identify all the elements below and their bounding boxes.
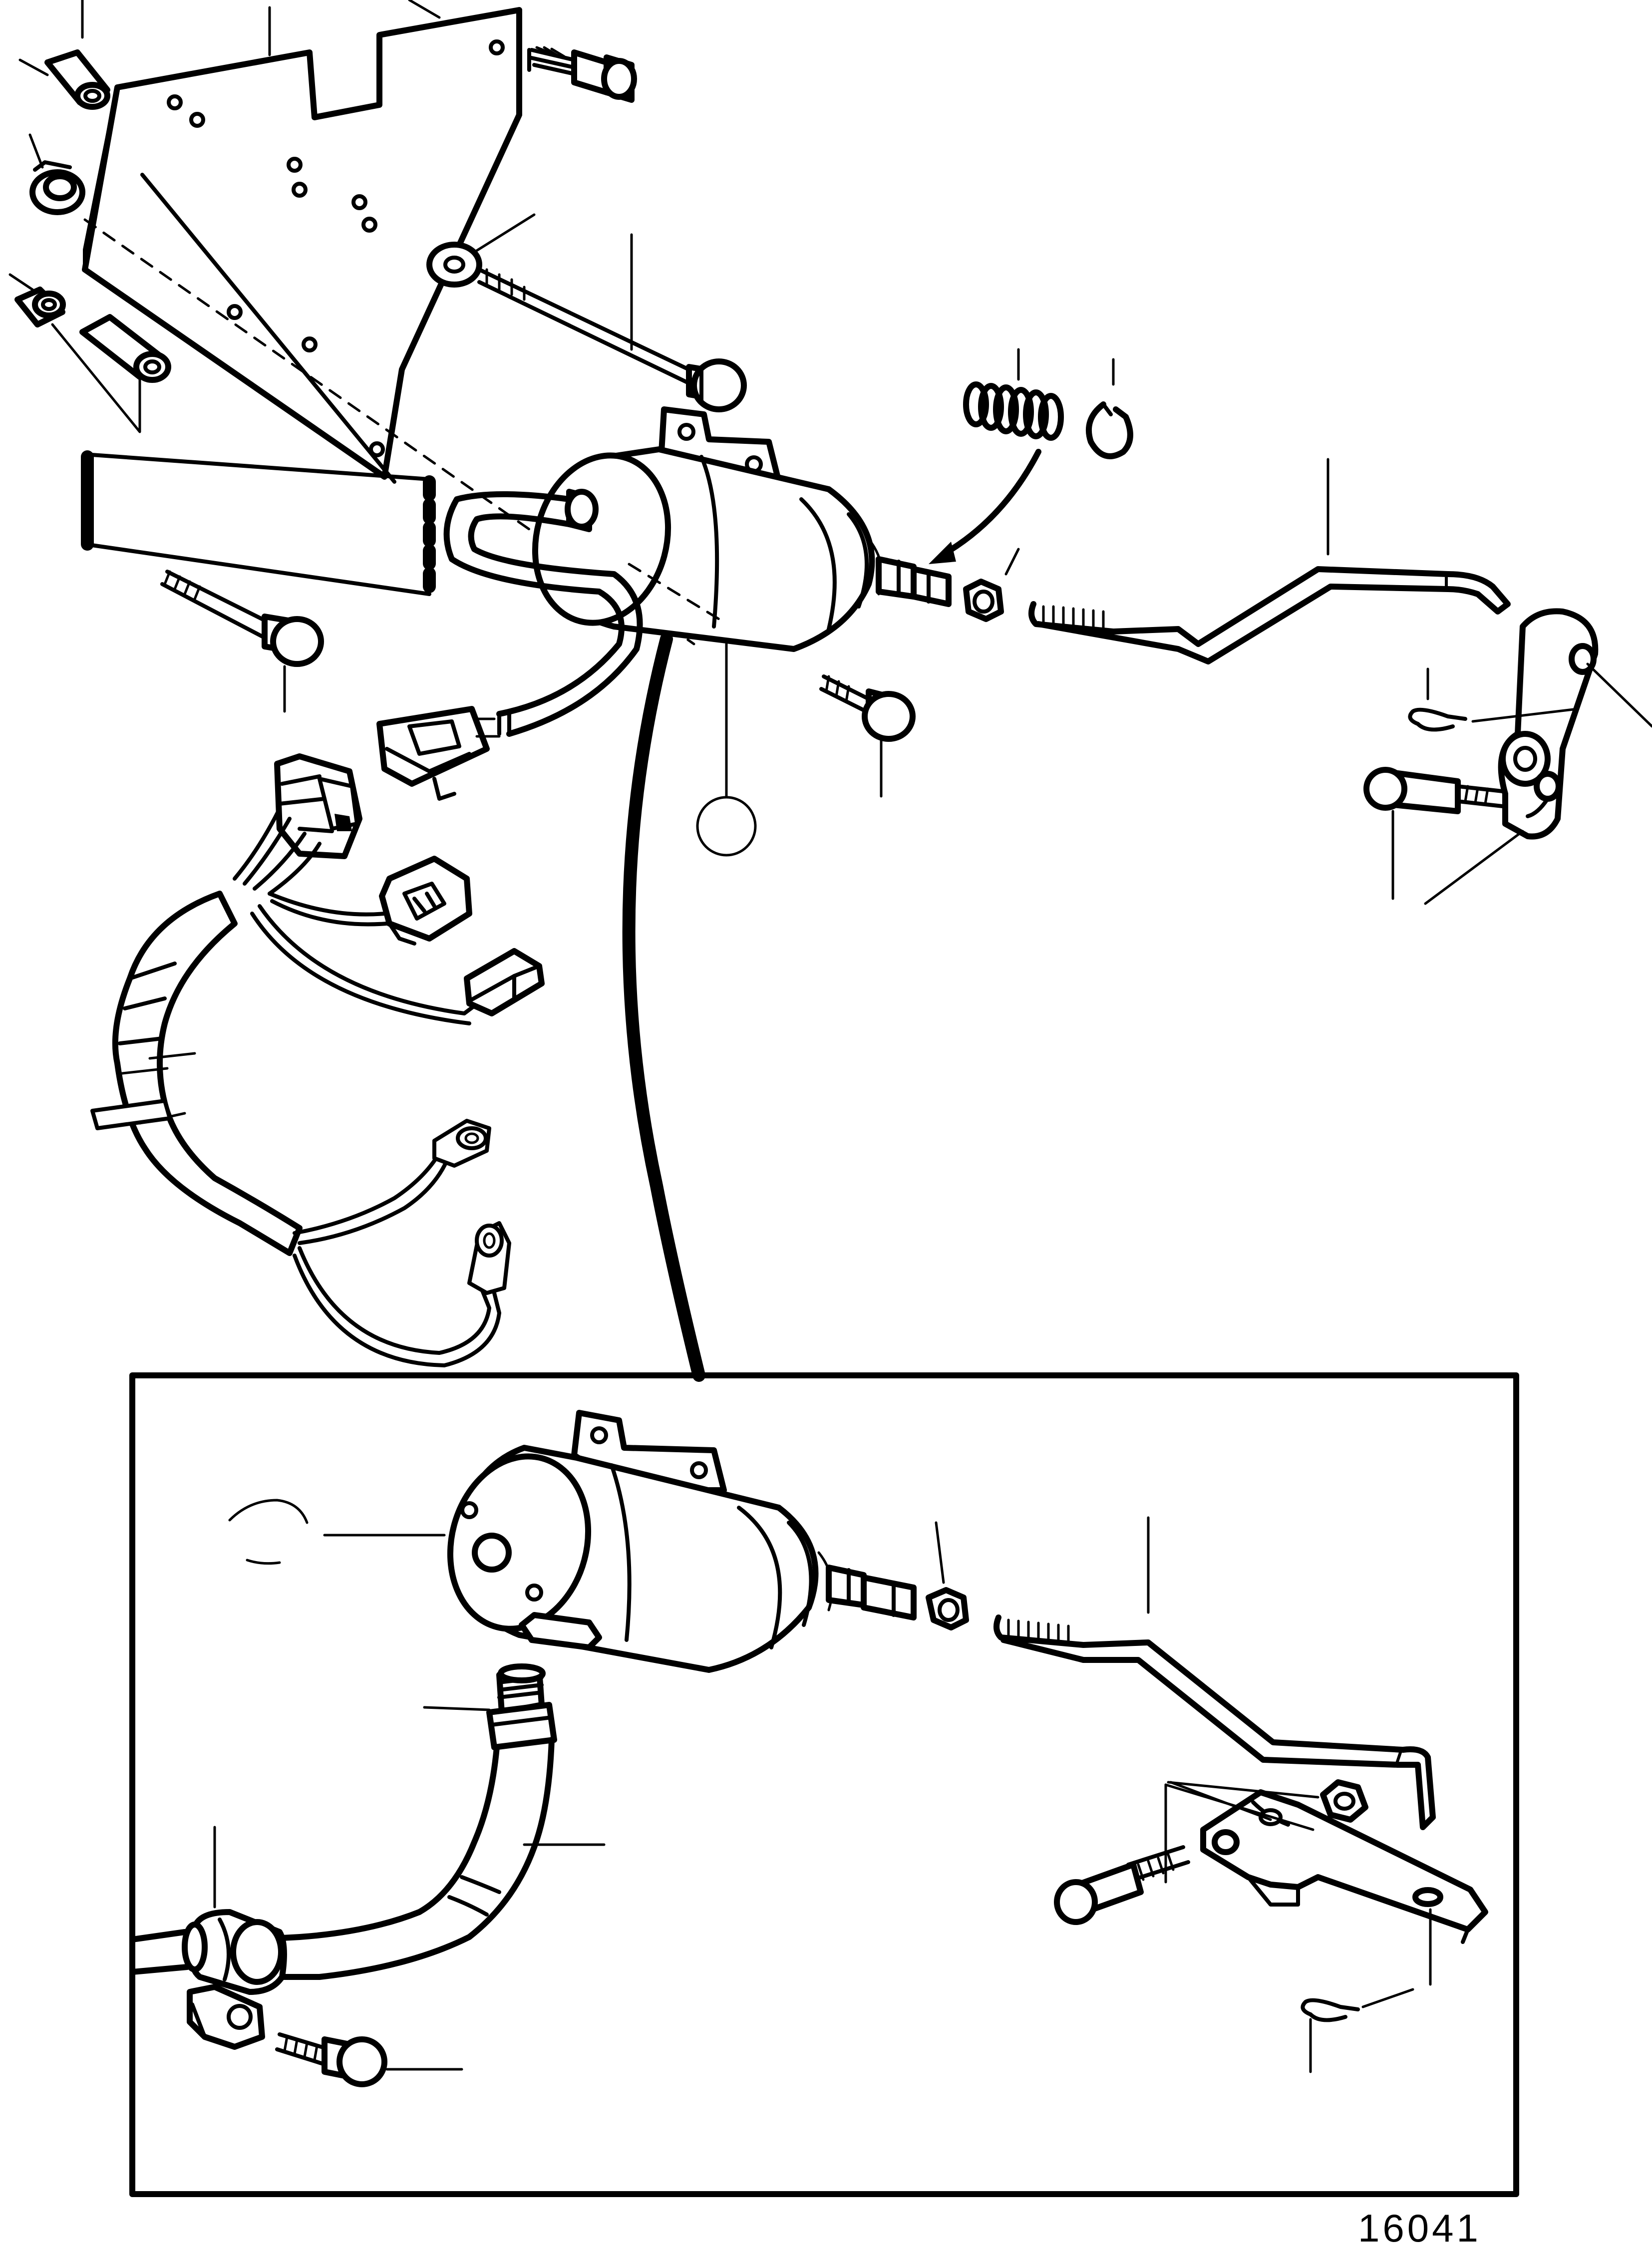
bracket-leader-lines (8, 0, 633, 433)
bracket-bolt-top (527, 46, 637, 103)
return-spring (963, 348, 1064, 441)
linkage-rod (1028, 458, 1511, 664)
figure-number: 16041 (1358, 2206, 1481, 2250)
clamp-bolt (1363, 767, 1524, 905)
washer (426, 242, 482, 288)
spacer-sleeve-short (14, 287, 66, 327)
wiring-harness (376, 491, 643, 801)
control-lever (1498, 608, 1652, 840)
engine-wiring-harness (90, 753, 545, 1367)
spacer-sleeve-long (79, 314, 171, 383)
flange-nut (29, 160, 85, 215)
split-pin (1408, 667, 1579, 732)
control-lever-detail (1164, 1779, 1488, 1986)
stop-solenoid-detail (447, 1410, 917, 1673)
mounting-screw-left (160, 570, 324, 713)
adjusting-nut (963, 548, 1020, 622)
split-pin-detail (1301, 1988, 1414, 2073)
long-bolt (477, 268, 747, 412)
detail-pointer-line (622, 633, 705, 1382)
linkage-rod-detail (993, 1516, 1436, 1830)
adjusting-nut-detail (926, 1521, 969, 1630)
clamp-bolt-detail (1054, 1845, 1190, 1925)
main-assembly-callout-circle (696, 643, 757, 857)
gasket-plate (81, 450, 436, 601)
spacer-sleeve (44, 49, 110, 110)
stop-solenoid-main (532, 406, 952, 652)
mounting-bracket (82, 7, 695, 645)
solenoid-axis-line (628, 563, 720, 621)
hose-clip-bolt-detail (275, 2032, 463, 2087)
solenoid-mounting-screw (819, 674, 916, 798)
detail-view-frame (129, 1372, 1519, 2197)
assembly-arrow (929, 449, 1041, 564)
circlip (1085, 358, 1133, 459)
fuel-hose-detail (129, 1663, 606, 2050)
detail-view-callout-circle (228, 1499, 446, 1565)
